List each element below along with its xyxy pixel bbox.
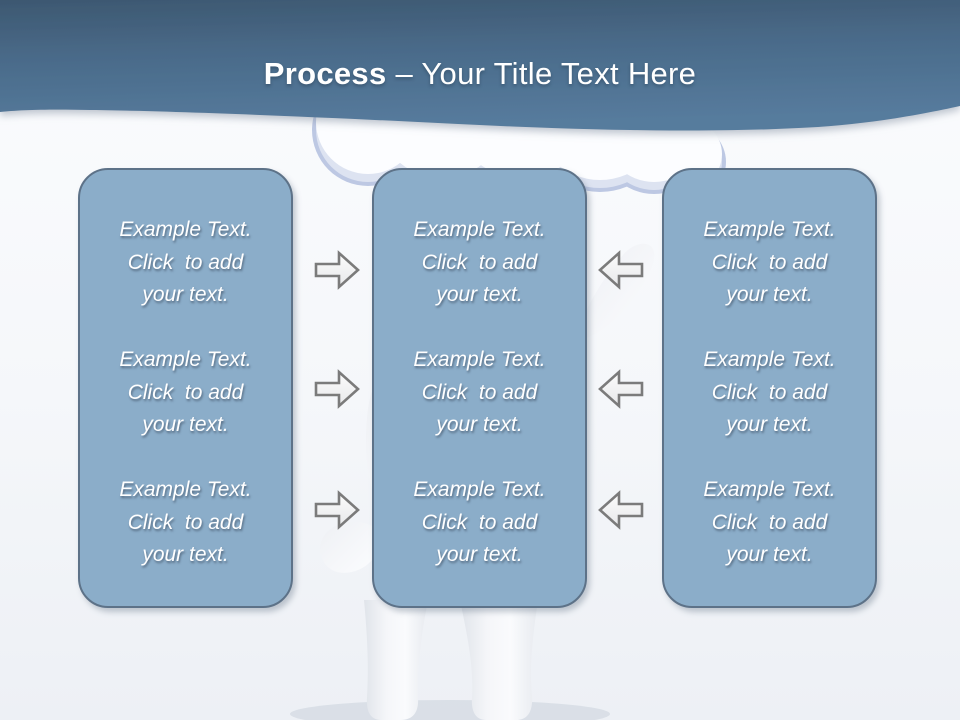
process-box-middle[interactable]: Example Text. Click to add your text. Ex… [372,168,587,608]
header-band [0,0,960,131]
process-box-left[interactable]: Example Text. Click to add your text. Ex… [78,168,293,608]
left-arrow-icon[interactable] [598,368,644,410]
placeholder-text[interactable]: Example Text. Click to add your text. [119,478,252,567]
ground-shadow [290,700,610,720]
placeholder-text[interactable]: Example Text. Click to add your text. [119,218,252,307]
title-keyword: Process [263,56,387,91]
placeholder-text[interactable]: Example Text. Click to add your text. [413,218,546,307]
placeholder-text[interactable]: Example Text. Click to add your text. [119,348,252,437]
placeholder-text[interactable]: Example Text. Click to add your text. [703,218,836,307]
left-arrow-icon[interactable] [598,489,644,531]
figure-left-hand [320,521,372,573]
placeholder-text[interactable]: Example Text. Click to add your text. [703,348,836,437]
figure-right-leg [460,600,538,720]
slide-title[interactable]: Process– Your Title Text Here [0,56,960,92]
title-subtitle: – Your Title Text Here [395,56,697,91]
left-arrow-icon[interactable] [598,249,644,291]
right-arrow-icon[interactable] [314,249,360,291]
process-box-right[interactable]: Example Text. Click to add your text. Ex… [662,168,877,608]
placeholder-text[interactable]: Example Text. Click to add your text. [413,478,546,567]
placeholder-text[interactable]: Example Text. Click to add your text. [413,348,546,437]
right-arrow-icon[interactable] [314,368,360,410]
right-arrow-icon[interactable] [314,489,360,531]
placeholder-text[interactable]: Example Text. Click to add your text. [703,478,836,567]
figure-left-leg [364,600,428,720]
header-wave-shape [0,0,960,131]
